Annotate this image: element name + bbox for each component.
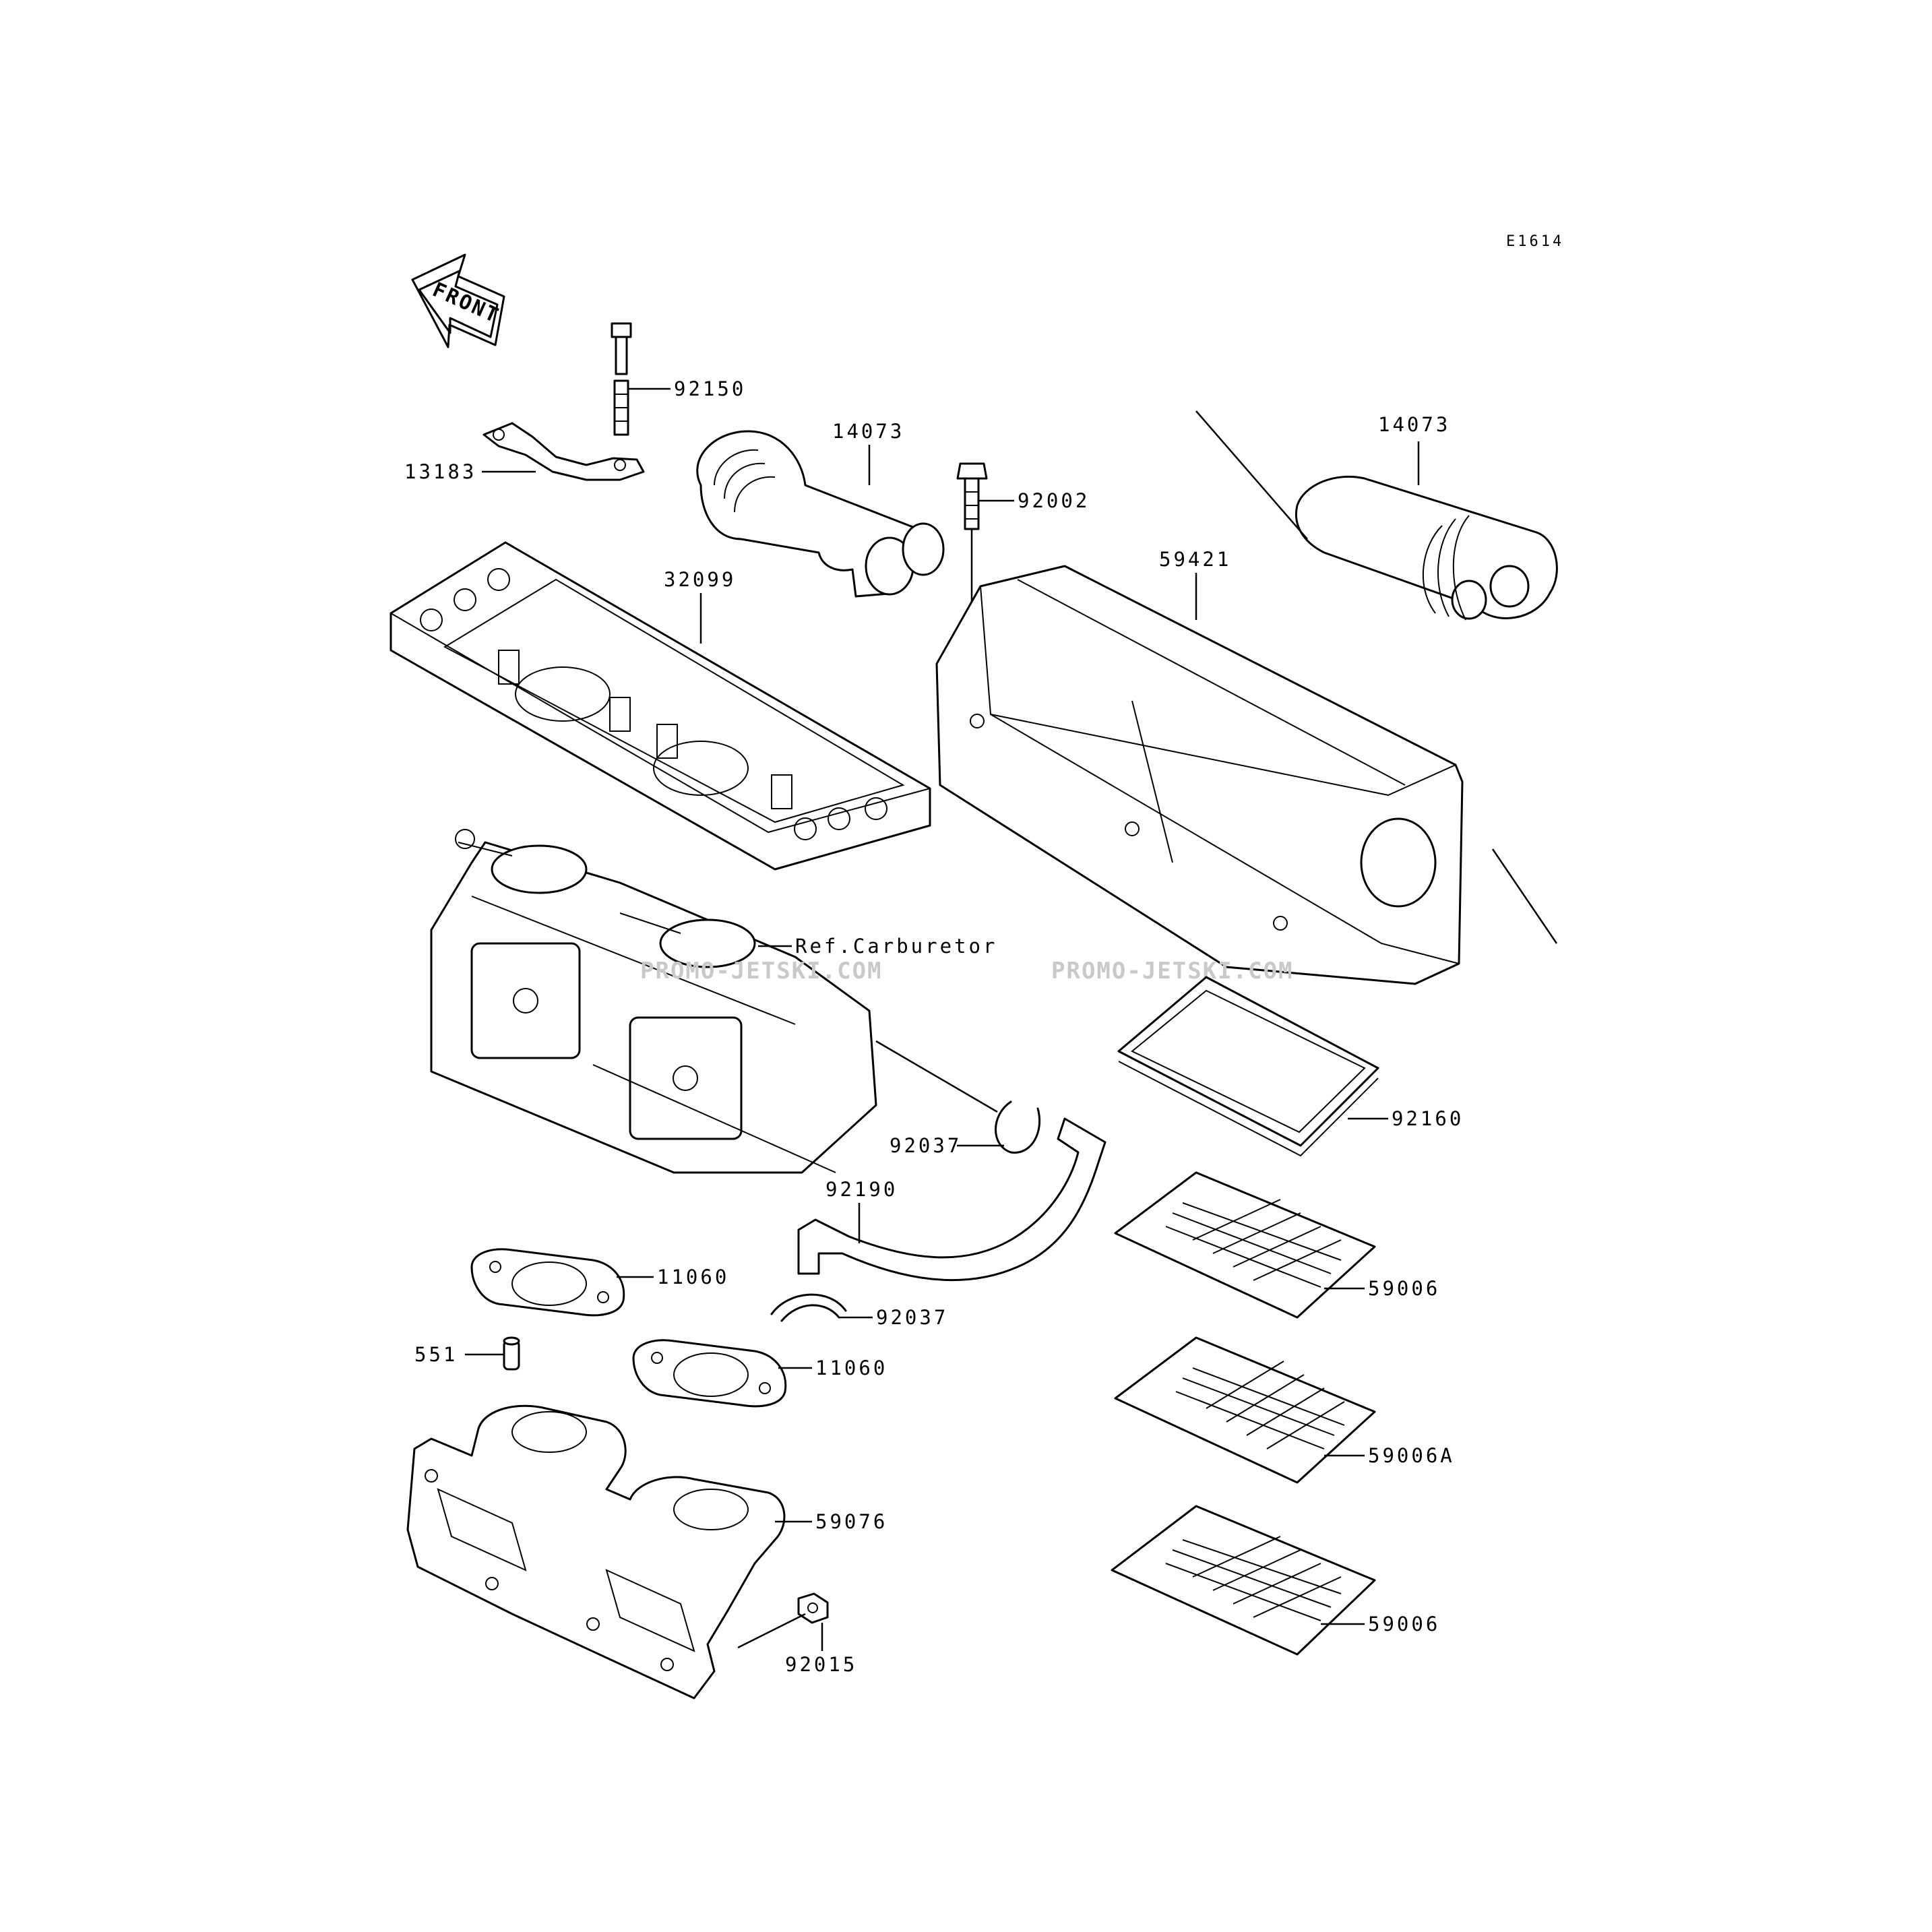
gasket-11060-lower xyxy=(632,1339,787,1408)
part-label-11060-upper: 11060 xyxy=(657,1266,729,1288)
part-label-92037-upper: 92037 xyxy=(890,1134,962,1157)
part-label-59006-upper: 59006 xyxy=(1368,1277,1440,1300)
part-label-92160: 92160 xyxy=(1392,1107,1464,1130)
part-label-92015: 92015 xyxy=(785,1653,857,1676)
part-label-11060-lower: 11060 xyxy=(815,1357,887,1379)
carburetor-assembly xyxy=(430,829,877,1174)
hose-clamp-92037-lower xyxy=(770,1293,847,1322)
screen-59006-upper xyxy=(1114,1171,1376,1319)
intake-tube-14073-right xyxy=(1295,475,1558,621)
base-plate-32099 xyxy=(389,541,931,871)
part-label-59421: 59421 xyxy=(1159,548,1231,571)
guide-line-a xyxy=(1195,410,1308,540)
part-label-59006-lower: 59006 xyxy=(1368,1613,1440,1635)
bolt-92150 xyxy=(611,322,632,436)
part-label-92002: 92002 xyxy=(1018,489,1090,512)
front-arrow-icon: FRONT xyxy=(411,253,505,348)
part-label-14073-left: 14073 xyxy=(832,420,904,443)
gasket-92160 xyxy=(1117,976,1379,1157)
part-label-14073-right: 14073 xyxy=(1378,413,1450,436)
part-label-59006A: 59006A xyxy=(1368,1444,1455,1467)
ref-carburetor-label: Ref.Carburetor xyxy=(795,935,997,958)
dowel-pin-551 xyxy=(503,1336,520,1371)
intake-tube-14073-left xyxy=(696,430,945,598)
watermark-text-1: PROMO-JETSKI.COM xyxy=(640,958,883,985)
bolt-92002 xyxy=(956,462,988,530)
nut-92015 xyxy=(797,1592,829,1624)
part-label-92150: 92150 xyxy=(674,377,746,400)
gasket-11060-upper xyxy=(470,1248,625,1317)
bracket-13183 xyxy=(482,422,645,481)
part-label-551: 551 xyxy=(414,1343,458,1366)
guide-line-b xyxy=(1491,848,1558,944)
leader-92015-shaft xyxy=(737,1613,806,1649)
fuel-line xyxy=(875,1040,998,1113)
hose-92190 xyxy=(797,1117,1107,1282)
intake-manifold-59076 xyxy=(406,1404,786,1700)
part-label-32099: 32099 xyxy=(664,568,736,591)
part-label-13183: 13183 xyxy=(404,460,476,483)
part-label-92190: 92190 xyxy=(825,1178,898,1201)
diagram-code: E1614 xyxy=(1506,233,1564,250)
part-label-59076: 59076 xyxy=(815,1510,887,1533)
hose-clamp-92037-upper xyxy=(995,1100,1041,1154)
part-label-92037-lower: 92037 xyxy=(876,1306,948,1329)
screen-59006A xyxy=(1114,1336,1376,1484)
screen-59006-lower xyxy=(1111,1505,1376,1656)
watermark-text-2: PROMO-JETSKI.COM xyxy=(1051,958,1294,985)
air-box-59421 xyxy=(935,565,1464,985)
